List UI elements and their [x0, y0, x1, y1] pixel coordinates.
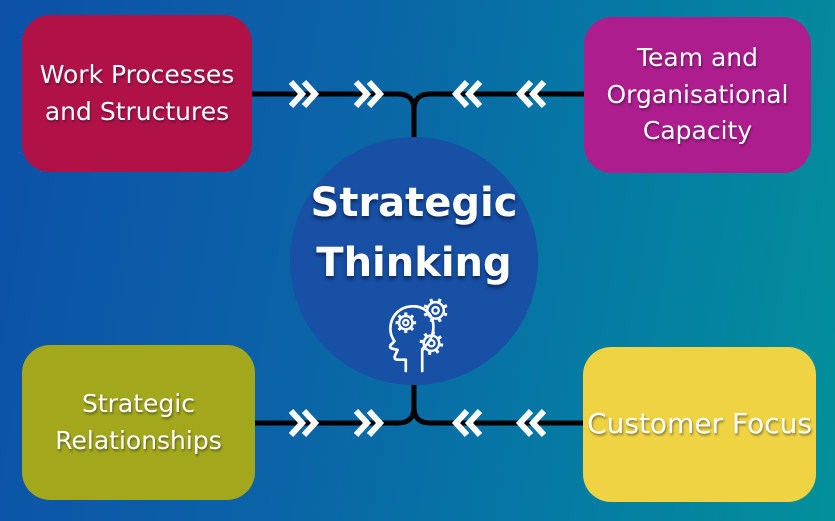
node-label-line: Customer Focus: [587, 407, 812, 441]
node-label-line: Relationships: [55, 425, 222, 455]
node-label-line: and Structures: [44, 96, 230, 126]
node-label: Team and Organisational Capacity: [607, 40, 789, 150]
node-label-line: Work Processes: [39, 60, 235, 89]
node-label: Work Processes and Structures: [40, 57, 235, 130]
connector-bottom-right: [411, 406, 583, 426]
connector-top-left: [252, 91, 417, 146]
node-team-and-organisational-capacity[interactable]: Team and Organisational Capacity: [584, 17, 811, 173]
node-label-line: Organisational: [606, 79, 789, 109]
head-profile-outline: [388, 304, 435, 373]
node-label: Strategic Relationships: [55, 386, 222, 459]
center-title: Strategic Thinking: [311, 173, 518, 293]
connector-top-right: [411, 91, 584, 111]
node-label-line: Capacity: [642, 116, 753, 146]
head-with-gears-icon: [388, 298, 448, 373]
connector-bottom-left: [255, 376, 417, 426]
center-title-line: Thinking: [316, 240, 512, 286]
gear-icon: [419, 331, 444, 356]
gear-icon: [423, 298, 448, 323]
node-label-line: Team and: [636, 43, 759, 73]
node-strategic-relationships[interactable]: Strategic Relationships: [22, 345, 255, 500]
center-circle-strategic-thinking[interactable]: Strategic Thinking: [290, 137, 538, 385]
node-customer-focus[interactable]: Customer Focus: [583, 347, 816, 502]
center-title-line: Strategic: [310, 180, 518, 226]
node-work-processes-and-structures[interactable]: Work Processes and Structures: [22, 15, 252, 172]
gear-icon: [395, 312, 417, 333]
node-label-line: Strategic: [81, 389, 195, 418]
node-label: Customer Focus: [587, 404, 812, 445]
